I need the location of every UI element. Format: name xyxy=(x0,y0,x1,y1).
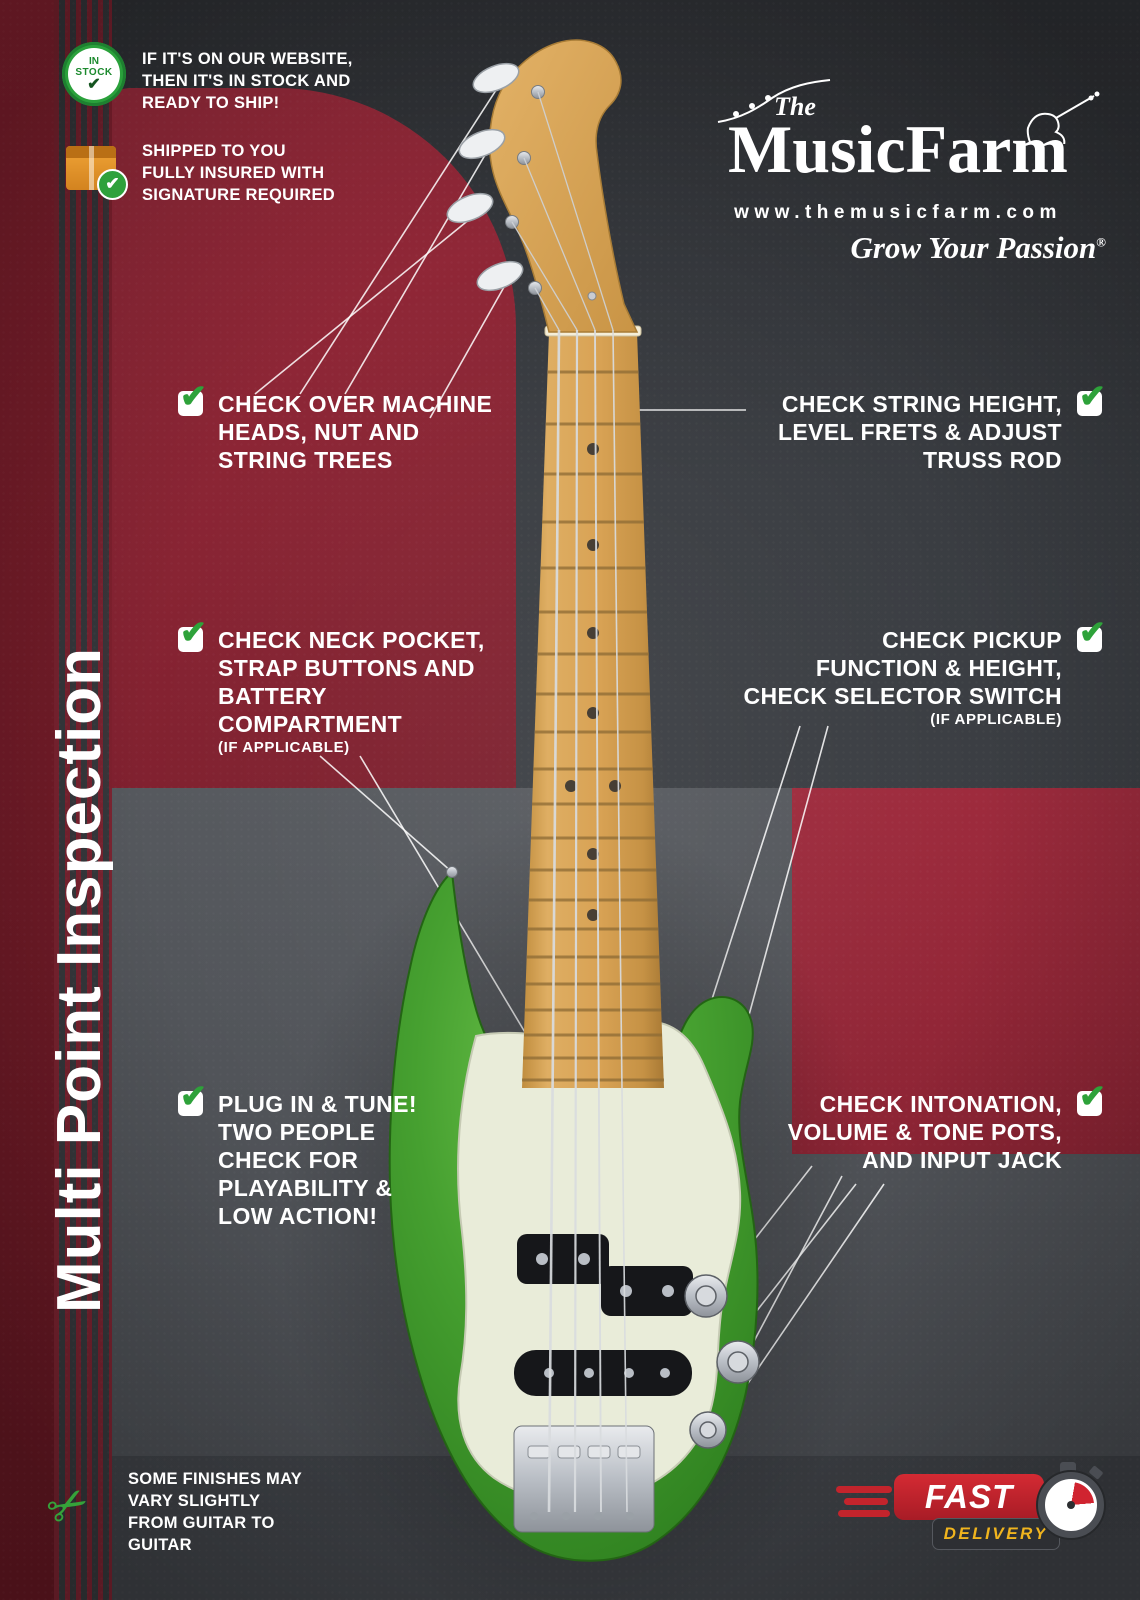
text-line: CHECK FOR xyxy=(218,1147,359,1173)
callout-intonation: ✔ CHECK INTONATION, VOLUME & TONE POTS, … xyxy=(787,1080,1106,1174)
headstock xyxy=(488,39,639,333)
check-icon: ✔ xyxy=(97,169,128,200)
speed-line xyxy=(844,1498,888,1505)
tuner-paddles xyxy=(446,62,524,292)
text-line: SIGNATURE REQUIRED xyxy=(142,186,336,204)
callout-note: (IF APPLICABLE) xyxy=(218,739,350,756)
text-line: STOCK xyxy=(75,66,113,78)
text-line: SOME FINISHES MAY xyxy=(128,1470,303,1488)
check-icon: ✔ xyxy=(1079,1078,1107,1114)
box-icon xyxy=(66,146,116,190)
logo-tagline: Grow Your Passion® xyxy=(850,230,1106,266)
speed-line xyxy=(838,1510,890,1517)
finish-variation-note: SOME FINISHES MAY VARY SLIGHTLY FROM GUI… xyxy=(128,1468,302,1556)
callout-plug-in: ✔ PLUG IN & TUNE! TWO PEOPLE CHECK FOR P… xyxy=(178,1080,417,1230)
headstock-strings xyxy=(511,91,614,331)
strings xyxy=(547,329,628,1513)
text-line: SHIPPED TO YOU xyxy=(142,142,286,160)
text-line: FROM GUITAR TO xyxy=(128,1514,275,1532)
check-icon: ✔ xyxy=(180,378,208,414)
guitar-sketch-icon xyxy=(717,79,831,123)
music-farm-logo: The MusicFarm www.themusicfarm.com Grow … xyxy=(688,76,1108,270)
text-line: FULLY INSURED WITH xyxy=(142,164,325,182)
text-line: VARY SLIGHTLY xyxy=(128,1492,261,1510)
text-line: CHECK PICKUP xyxy=(882,627,1062,653)
text-line: PLUG IN & TUNE! xyxy=(218,1091,417,1117)
shipping-note: SHIPPED TO YOU FULLY INSURED WITH SIGNAT… xyxy=(142,140,335,206)
text-line: GUITAR xyxy=(128,1536,192,1554)
text-line: CHECK OVER MACHINE xyxy=(218,391,493,417)
checkbox-icon: ✔ xyxy=(178,380,207,416)
callout-pickup: ✔ CHECK PICKUP FUNCTION & HEIGHT, CHECK … xyxy=(743,616,1106,730)
text-line: CHECK INTONATION, xyxy=(819,1091,1062,1117)
logo-name: MusicFarm xyxy=(728,111,1068,187)
fast-delivery-badge: FAST DELIVERY xyxy=(836,1460,1122,1564)
string-tree xyxy=(587,291,597,301)
text-line: STRING TREES xyxy=(218,447,393,473)
bridge xyxy=(513,1425,655,1533)
text-line: LEVEL FRETS & ADJUST xyxy=(777,419,1062,445)
check-icon: ✔ xyxy=(1079,378,1107,414)
check-icon: ✔ xyxy=(180,614,208,650)
text-line: THEN IT'S IN STOCK AND xyxy=(142,72,351,90)
text-line: HEADS, NUT AND xyxy=(218,419,420,445)
delivery-label: DELIVERY xyxy=(932,1518,1060,1550)
bass-sketch-icon xyxy=(1026,91,1100,144)
left-red-strip xyxy=(0,0,54,1600)
check-icon: ✔ xyxy=(180,1078,208,1114)
checkbox-icon: ✔ xyxy=(1077,616,1106,652)
text-line: LOW ACTION! xyxy=(218,1203,378,1229)
strap-button xyxy=(446,866,458,878)
logo-the: The xyxy=(774,92,816,121)
callout-neck-pocket: ✔ CHECK NECK POCKET, STRAP BUTTONS AND B… xyxy=(178,616,485,758)
text-line: BATTERY xyxy=(218,683,327,709)
text-line: IF IT'S ON OUR WEBSITE, xyxy=(142,50,353,68)
stopwatch-icon xyxy=(1034,1462,1108,1538)
control-knobs xyxy=(684,1274,760,1449)
background-red-shape xyxy=(104,88,516,788)
text-line: FUNCTION & HEIGHT, xyxy=(815,655,1062,681)
shipping-box-icon: ✔ xyxy=(66,146,128,200)
stopwatch-center xyxy=(1067,1501,1075,1509)
checkbox-icon: ✔ xyxy=(1077,1080,1106,1116)
registered-mark: ® xyxy=(1096,234,1106,250)
bridge-pickup xyxy=(514,1350,692,1396)
fast-label: FAST xyxy=(894,1474,1044,1520)
checkbox-icon: ✔ xyxy=(178,1080,207,1116)
stopwatch-crown xyxy=(1060,1462,1076,1474)
text-line: TRUSS ROD xyxy=(922,447,1062,473)
checkbox-icon: ✔ xyxy=(178,616,207,652)
text-line: STRAP BUTTONS AND xyxy=(218,655,475,681)
page-title-vertical: Multi Point Inspection xyxy=(45,646,114,1314)
callout-note: (IF APPLICABLE) xyxy=(930,711,1062,728)
left-stripe-pattern xyxy=(54,0,112,1600)
text-line: IN xyxy=(89,55,99,67)
text-line: Grow Your Passion xyxy=(850,230,1097,265)
in-stock-badge-inner: IN STOCK ✔ xyxy=(68,48,120,100)
text-line: COMPARTMENT xyxy=(218,711,403,737)
speed-line xyxy=(836,1486,892,1493)
callout-machine-heads: ✔ CHECK OVER MACHINE HEADS, NUT AND STRI… xyxy=(178,380,493,474)
text-line: CHECK SELECTOR SWITCH xyxy=(743,683,1062,709)
text-line: PLAYABILITY & xyxy=(218,1175,393,1201)
text-line: READY TO SHIP! xyxy=(142,94,280,112)
check-icon: ✔ xyxy=(87,75,101,93)
callout-string-height: ✔ CHECK STRING HEIGHT, LEVEL FRETS & ADJ… xyxy=(777,380,1106,474)
in-stock-badge-icon: IN STOCK ✔ xyxy=(62,42,126,106)
text-line: CHECK NECK POCKET, xyxy=(218,627,485,653)
text-line: AND INPUT JACK xyxy=(862,1147,1062,1173)
text-line: VOLUME & TONE POTS, xyxy=(787,1119,1062,1145)
logo-website[interactable]: www.themusicfarm.com xyxy=(734,202,1062,223)
checkbox-icon: ✔ xyxy=(1077,380,1106,416)
check-icon: ✔ xyxy=(1079,614,1107,650)
in-stock-note: IF IT'S ON OUR WEBSITE, THEN IT'S IN STO… xyxy=(142,48,353,114)
text-line: TWO PEOPLE xyxy=(218,1119,376,1145)
text-line: CHECK STRING HEIGHT, xyxy=(781,391,1062,417)
